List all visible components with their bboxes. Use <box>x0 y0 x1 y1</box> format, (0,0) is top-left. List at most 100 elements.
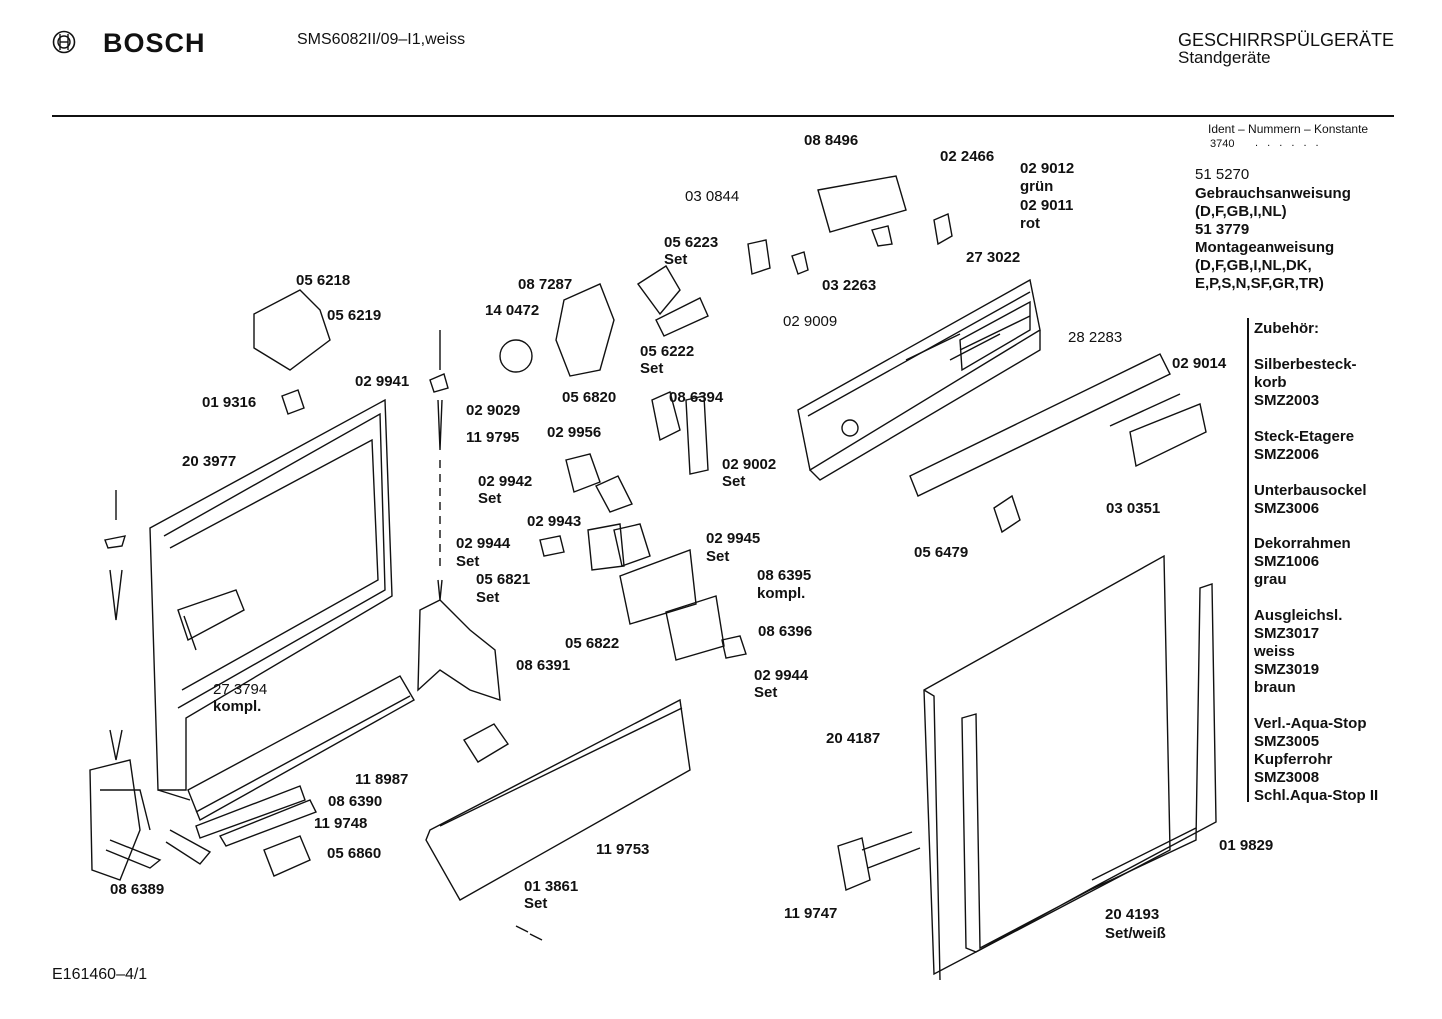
accessory-line: Silberbesteck- <box>1254 356 1357 373</box>
accessory-line: Steck-Etagere <box>1254 428 1355 445</box>
hinge-bracket-part <box>417 599 501 702</box>
part-label: Set <box>476 589 500 606</box>
dispenser-parts <box>539 391 747 661</box>
part-label: rot <box>1020 215 1040 232</box>
part-label: 05 6218 <box>296 272 351 289</box>
accessory-line: SMZ3006 <box>1254 500 1320 517</box>
door-hinge-part <box>89 759 212 881</box>
decor-panel-part <box>923 554 1171 981</box>
part-label: Set <box>706 548 730 565</box>
ident-number: 3740 <box>1210 138 1235 150</box>
part-label: 02 9012 <box>1020 160 1075 177</box>
part-label: 08 6396 <box>758 623 813 640</box>
part-label: 08 7287 <box>518 276 573 293</box>
category-subtitle: Standgeräte <box>1178 48 1271 67</box>
part-label: 03 2263 <box>822 277 877 294</box>
part-label: 01 9829 <box>1219 837 1274 854</box>
part-label: 02 9002 <box>722 456 777 473</box>
doc-line: (D,F,GB,I,NL,DK, <box>1195 257 1312 274</box>
part-label: 02 9014 <box>1172 355 1227 372</box>
part-label: 14 0472 <box>485 302 540 319</box>
part-label: 02 9944 <box>456 535 511 552</box>
accessory-line: SMZ3019 <box>1254 661 1320 678</box>
part-label: 02 9942 <box>478 473 533 490</box>
part-label: 20 4193 <box>1105 906 1160 923</box>
accessory-line: korb <box>1254 374 1287 391</box>
part-label: 08 6390 <box>328 793 383 810</box>
part-label: 02 9956 <box>547 424 602 441</box>
part-label: 05 6820 <box>562 389 617 406</box>
knob-part <box>993 494 1021 534</box>
part-label: 03 0844 <box>685 188 740 205</box>
accessory-line: braun <box>1254 679 1296 696</box>
part-label: Set <box>456 553 480 570</box>
part-label: Set <box>722 473 746 490</box>
ident-title: Ident – Nummern – Konstante <box>1208 122 1369 136</box>
part-label: 11 9748 <box>314 815 368 832</box>
accessory-line: Schl.Aqua-Stop II <box>1254 787 1379 804</box>
part-label: 08 6394 <box>669 389 724 406</box>
part-label: 02 9943 <box>527 513 582 530</box>
accessory-line: grau <box>1254 571 1287 588</box>
part-label: 11 9753 <box>596 841 650 858</box>
door-frame-part <box>149 398 393 801</box>
part-label: 28 2283 <box>1068 329 1123 346</box>
accessory-line: Dekorrahmen <box>1254 535 1351 552</box>
spring-parts <box>104 330 443 761</box>
part-label: 02 2466 <box>940 148 995 165</box>
accessory-line: SMZ3017 <box>1254 625 1320 642</box>
part-label: 05 6822 <box>565 635 620 652</box>
part-label: 08 6391 <box>516 657 571 674</box>
part-label: 11 9747 <box>784 905 838 922</box>
bosch-logo-icon <box>52 30 76 54</box>
part-label: 05 6821 <box>476 571 531 588</box>
kickplate-part <box>425 698 691 901</box>
part-label: 08 6389 <box>110 881 165 898</box>
control-panel-part <box>797 278 1041 481</box>
doc-line: Montageanweisung <box>1195 239 1335 256</box>
part-label: grün <box>1020 178 1054 195</box>
part-label: Set/weiß <box>1105 925 1166 942</box>
latch-parts <box>253 175 953 377</box>
model-number: SMS6082II/09–I1,weiss <box>297 31 466 48</box>
accessories-bar <box>1247 318 1249 802</box>
part-label: 02 9011 <box>1020 197 1074 214</box>
part-label: 08 6395 <box>757 567 812 584</box>
accessory-line: Unterbausockel <box>1254 482 1367 499</box>
mount-bracket-part <box>837 831 921 891</box>
part-label: 05 6860 <box>327 845 382 862</box>
part-label: 08 8496 <box>804 132 859 149</box>
accessory-line: SMZ2003 <box>1254 392 1320 409</box>
accessories-title: Zubehör: <box>1254 320 1319 337</box>
doc-line: (D,F,GB,I,NL) <box>1195 203 1287 220</box>
part-label: Set <box>478 490 502 507</box>
part-label: 05 6222 <box>640 343 695 360</box>
part-label: 05 6223 <box>664 234 719 251</box>
accessory-line: SMZ1006 <box>1254 553 1320 570</box>
part-label: 02 9945 <box>706 530 761 547</box>
part-label: 20 4187 <box>826 730 881 747</box>
accessory-line: weiss <box>1254 643 1295 660</box>
part-label: 11 9795 <box>466 429 520 446</box>
door-bottom-bars <box>187 675 415 847</box>
part-label: kompl. <box>757 585 806 602</box>
part-label: Set <box>754 684 778 701</box>
part-label: 27 3794 <box>213 681 268 698</box>
button-block-part <box>1109 393 1207 468</box>
doc-line: Gebrauchsanweisung <box>1195 185 1351 202</box>
doc-line: 51 5270 <box>1195 166 1250 183</box>
header-divider <box>52 115 1394 117</box>
part-label: 02 9009 <box>783 313 838 330</box>
part-label: 11 8987 <box>355 771 409 788</box>
ident-dots: . . . . . . <box>1255 137 1322 149</box>
part-label: Set <box>640 360 664 377</box>
fascia-strip-part <box>909 353 1171 497</box>
part-label: Set <box>524 895 548 912</box>
category-title: GESCHIRRSPÜLGERÄTE <box>1178 30 1395 50</box>
part-label: 02 9029 <box>466 402 521 419</box>
accessory-line: SMZ3005 <box>1254 733 1320 750</box>
accessory-line: Verl.-Aqua-Stop <box>1254 715 1367 732</box>
decor-frame-part <box>961 583 1217 953</box>
part-label: Set <box>664 251 688 268</box>
part-label: 02 9941 <box>355 373 410 390</box>
